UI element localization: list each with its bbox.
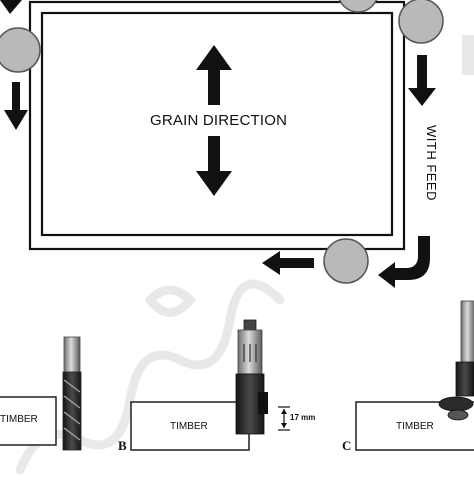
panel-b-timber-label: TIMBER — [170, 421, 208, 432]
panel-b-timber — [130, 401, 250, 451]
panel-c-tool-body — [455, 361, 474, 397]
panel-c — [355, 300, 474, 451]
panel-b-letter: B — [118, 438, 127, 453]
roller-top-right — [398, 0, 444, 44]
panel-b-dimension-label: 17 mm — [290, 413, 316, 422]
panel-c-letter: C — [342, 438, 352, 453]
panel-a-cutter-shank — [63, 336, 81, 374]
roller-top-left — [0, 27, 41, 73]
panel-c-cutter-disc — [438, 396, 474, 412]
workpiece-inner — [40, 11, 394, 237]
workpiece-outer — [28, 0, 406, 251]
panel-b-cutter-tip — [258, 392, 268, 414]
panel-a-timber-label: TIMBER — [0, 414, 38, 425]
panel-b-dim-arrow-up — [281, 409, 287, 414]
panel-a-timber — [0, 396, 57, 446]
panel-c-timber-label: TIMBER — [396, 421, 434, 432]
panel-c-tool-shank — [460, 300, 474, 366]
grain-direction-label: GRAIN DIRECTION — [150, 112, 288, 129]
panel-b — [130, 319, 290, 451]
roller-top-mid — [338, 0, 378, 13]
with-feed-label: WITH FEED — [424, 125, 439, 201]
panel-a-cutter-flutes — [63, 379, 81, 441]
feed-arrows — [0, 0, 436, 288]
panel-c-cutter-bearing — [447, 409, 469, 421]
panel-b-dim-arrow-down — [281, 423, 287, 428]
edge-fragment — [462, 35, 474, 75]
roller-bottom-right — [323, 238, 369, 284]
grain-arrow — [196, 45, 232, 196]
panel-b-tool-marks — [243, 344, 257, 362]
panel-a — [0, 336, 82, 451]
